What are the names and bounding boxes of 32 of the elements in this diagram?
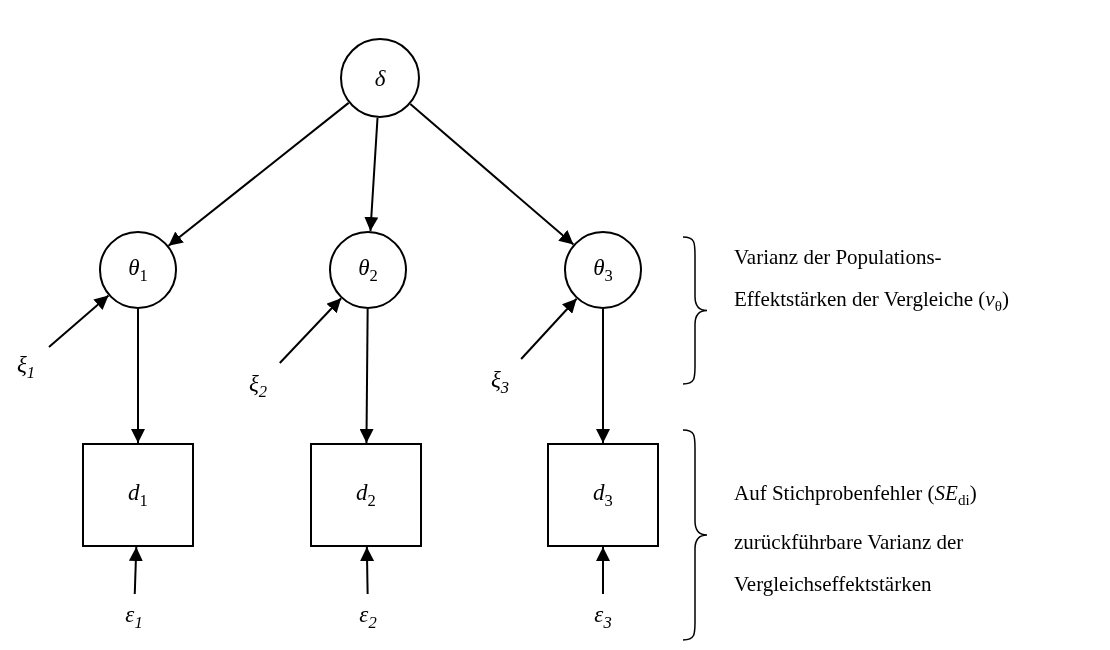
observed-variable-box — [82, 443, 194, 547]
variable-label: ε$_{3}$ — [594, 602, 612, 632]
arrow — [278, 297, 343, 364]
latent-variable-circle — [99, 231, 177, 309]
annotation-text: Auf Stichprobenfehler (SE$_{di}$) zurückführbare Varianz der Vergleichseffektstärken — [734, 480, 978, 599]
variable-label: ε$_{1}$ — [125, 602, 143, 632]
variable-symbol: θ$_{1}$ — [128, 255, 148, 285]
variable-symbol: d$_{2}$ — [356, 480, 376, 510]
variable-symbol: θ$_{2}$ — [358, 255, 378, 285]
arrow — [359, 308, 374, 444]
variable-symbol: d$_{3}$ — [593, 480, 613, 510]
variable-symbol: δ — [374, 66, 386, 90]
variable-label: ε$_{2}$ — [359, 602, 377, 632]
arrow — [409, 103, 575, 246]
observed-variable-box — [547, 443, 659, 547]
arrow — [48, 294, 110, 349]
variable-label: ξ$_{3}$ — [490, 367, 510, 397]
arrow — [131, 308, 145, 444]
arrow — [364, 116, 379, 233]
variable-symbol: d$_{1}$ — [128, 480, 148, 510]
arrow — [596, 546, 610, 595]
variable-symbol: θ$_{3}$ — [593, 255, 613, 285]
latent-variable-circle — [564, 231, 642, 309]
arrow — [520, 297, 578, 360]
arrow — [167, 101, 350, 247]
observed-variable-box — [310, 443, 422, 547]
arrow — [360, 546, 375, 595]
variable-label: ξ$_{2}$ — [248, 371, 268, 401]
arrow — [128, 546, 143, 595]
arrow — [596, 308, 610, 444]
variable-label: ξ$_{1}$ — [16, 352, 36, 382]
annotation-text: Varianz der Populations- Effektstärken der Vergleiche (v$_{θ}$) — [734, 244, 1009, 317]
